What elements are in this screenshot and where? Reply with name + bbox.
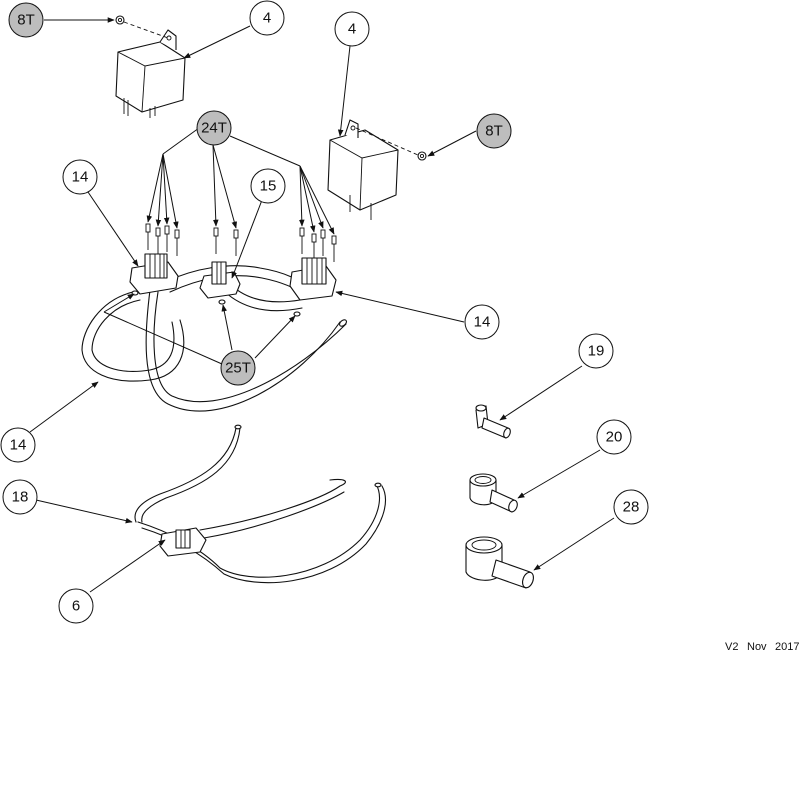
screw-8t-left <box>115 15 125 25</box>
version-month: Nov <box>747 641 767 653</box>
fitting-20 <box>469 473 518 513</box>
svg-text:6: 6 <box>72 598 80 615</box>
fitting-28 <box>465 536 534 589</box>
svg-text:8T: 8T <box>17 12 35 29</box>
callout-4-top: 4 <box>249 0 285 36</box>
svg-text:18: 18 <box>12 489 29 506</box>
svg-text:20: 20 <box>606 429 623 446</box>
svg-text:15: 15 <box>260 178 277 195</box>
screws-24t <box>145 223 337 262</box>
screw-8t-right <box>417 151 427 161</box>
manifold-middle <box>199 261 241 305</box>
svg-text:25T: 25T <box>225 360 251 377</box>
callout-19: 19 <box>578 333 614 369</box>
leader-lines <box>29 17 615 593</box>
svg-text:14: 14 <box>10 437 27 454</box>
callout-8t-left: 8T <box>8 2 44 38</box>
fitting-19 <box>475 404 511 439</box>
relay-top <box>115 29 186 118</box>
callout-14-right: 14 <box>464 304 500 340</box>
svg-text:4: 4 <box>263 10 271 27</box>
version-tag: V2 <box>725 641 738 653</box>
relay-right <box>327 119 399 220</box>
callout-8t-right: 8T <box>476 113 512 149</box>
version-stamp: V2 Nov 2017 <box>725 641 799 653</box>
manifold-left <box>129 253 179 296</box>
callout-14-upper-left: 14 <box>62 159 98 195</box>
callout-18: 18 <box>2 479 38 515</box>
svg-text:8T: 8T <box>485 123 503 140</box>
callout-25t: 25T <box>220 350 256 386</box>
svg-text:14: 14 <box>72 169 89 186</box>
callout-14-lower-left: 14 <box>0 427 36 463</box>
hose-set-lower <box>134 424 386 584</box>
svg-text:14: 14 <box>474 314 491 331</box>
callout-28: 28 <box>613 489 649 525</box>
manifold-right <box>289 257 337 317</box>
version-year: 2017 <box>775 641 799 653</box>
svg-text:19: 19 <box>588 343 605 360</box>
svg-text:28: 28 <box>623 499 640 516</box>
svg-text:4: 4 <box>348 21 356 38</box>
svg-text:24T: 24T <box>201 120 227 137</box>
callout-24t: 24T <box>196 110 232 146</box>
callout-4-right: 4 <box>334 11 370 47</box>
callout-15: 15 <box>250 168 286 204</box>
callout-6: 6 <box>58 588 94 624</box>
callout-20: 20 <box>596 419 632 455</box>
